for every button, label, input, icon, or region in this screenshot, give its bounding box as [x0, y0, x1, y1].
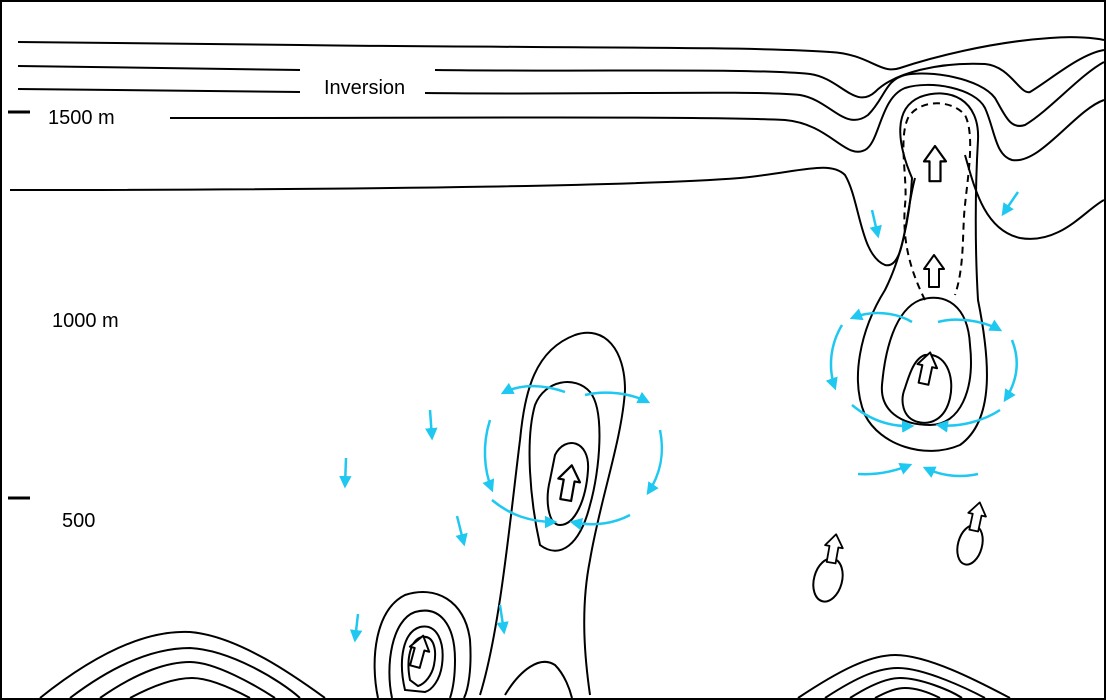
updraft-arrow-icon: [924, 146, 946, 181]
circulation-arrow-icon: [572, 515, 630, 524]
downdraft-arrow-icon: [355, 614, 358, 640]
circulation-arrow-icon: [503, 386, 565, 393]
hill-left-3: [100, 662, 275, 698]
circulation-arrow-icon: [925, 468, 978, 476]
center-base-arc: [505, 662, 572, 698]
downdraft-arrow-icon: [500, 605, 504, 632]
circulation-arrow-icon: [492, 500, 555, 522]
circulation-arrow-icon: [1005, 340, 1017, 400]
updraft-arrows: [405, 146, 988, 669]
downdraft-arrow-icon: [457, 516, 464, 544]
updraft-arrow-icon: [555, 463, 583, 501]
right-thermal-outer: [858, 93, 987, 451]
hill-right-2: [825, 668, 985, 698]
circulation-arrow-icon: [485, 420, 492, 490]
downdraft-arrow-icon: [345, 458, 346, 486]
hill-right-1: [798, 655, 1010, 698]
airflow-arrows: [345, 192, 1018, 640]
circulation-arrow-icon: [648, 430, 662, 493]
inversion-label: Inversion: [318, 78, 411, 98]
inversion-line-1: [18, 37, 1104, 69]
circulation-arrow-icon: [831, 325, 842, 388]
circulation-arrow-icon: [938, 410, 1000, 426]
hill-right-4: [875, 688, 940, 698]
circulation-arrow-icon: [858, 465, 910, 474]
right-thermal-contours: [858, 93, 987, 451]
ground-hills: [40, 632, 1010, 698]
circulation-arrow-icon: [938, 320, 1000, 330]
height-label-500: 500: [62, 511, 95, 531]
hill-left-4: [130, 678, 250, 698]
inversion-line-4: [170, 85, 1104, 160]
downdraft-arrow-icon: [872, 210, 878, 236]
downdraft-arrow-icon: [430, 410, 432, 438]
height-label-1500: 1500 m: [48, 108, 123, 128]
updraft-arrow-icon: [924, 255, 944, 287]
downdraft-arrow-icon: [1003, 192, 1018, 214]
height-label-1000: 1000 m: [52, 311, 119, 331]
